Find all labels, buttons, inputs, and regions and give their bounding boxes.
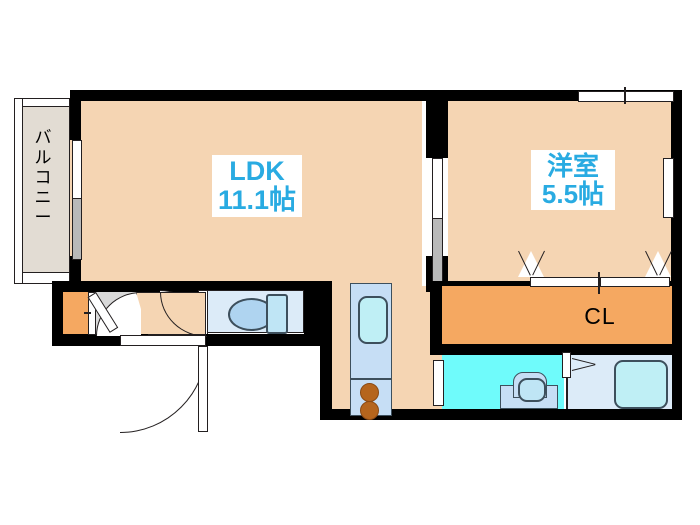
- interior-sliding-door-lower[interactable]: [432, 218, 443, 282]
- balcony-char-1: ル: [34, 148, 52, 168]
- closet-area-left: [442, 286, 532, 344]
- closet-label: CL: [584, 303, 616, 329]
- wall-partition-upper: [426, 90, 448, 158]
- bathtub: [614, 360, 668, 409]
- wall-bedroom-right: [671, 90, 682, 420]
- shoe-closet-handle: [84, 312, 91, 314]
- wall-ldk-top: [70, 90, 426, 101]
- bathroom-washroom-divider: [566, 355, 568, 409]
- wall-ldk-bottom-left: [70, 281, 332, 292]
- interior-sliding-door-upper[interactable]: [432, 158, 443, 222]
- wall-entrance-left: [52, 281, 63, 346]
- wash-basin-bowl: [518, 378, 546, 402]
- wall-bedroom-top: [426, 90, 682, 101]
- bedroom-label: 洋室 5.5帖: [531, 150, 615, 211]
- wall-corridor-left: [320, 281, 332, 420]
- wall-entrance-top: [52, 281, 70, 292]
- balcony-rail-left: [14, 98, 23, 284]
- closet-fold-indicator-right: [645, 251, 671, 277]
- balcony-label: バ ル コ ニ ー: [27, 128, 59, 228]
- wall-wet-left: [430, 281, 442, 355]
- wall-ldk-left-lower: [70, 256, 81, 292]
- washroom-door[interactable]: [433, 360, 444, 406]
- balcony-char-0: バ: [34, 128, 52, 147]
- closet-door-panel-left[interactable]: [530, 277, 600, 287]
- balcony-sliding-door-upper[interactable]: [72, 140, 82, 202]
- wall-wet-top: [430, 344, 675, 355]
- entrance-door-leaf[interactable]: [198, 346, 208, 432]
- balcony-char-4: ー: [34, 208, 52, 228]
- balcony-char-2: コ: [34, 168, 52, 188]
- wall-ldk-left-upper: [70, 90, 81, 140]
- closet-door-panel-right[interactable]: [600, 277, 670, 287]
- balcony-char-3: ニ: [34, 188, 52, 208]
- stove-burner-2: [360, 401, 379, 420]
- bedroom-label-line1: 洋室: [546, 151, 599, 181]
- closet-area: [530, 286, 672, 344]
- bedroom-label-line2: 5.5帖: [541, 179, 605, 210]
- stove-burner-1: [360, 383, 379, 402]
- kitchen-sink: [358, 296, 388, 344]
- toilet-tank: [266, 294, 288, 334]
- entrance-door-panel[interactable]: [120, 335, 206, 346]
- bedroom-window-right[interactable]: [663, 158, 674, 218]
- wall-toilet-right: [304, 281, 320, 346]
- ldk-label: LDK 11.1帖: [212, 155, 302, 218]
- closet-fold-indicator-left: [518, 251, 544, 277]
- balcony-sliding-door-lower[interactable]: [72, 198, 82, 260]
- bathroom-door-panel[interactable]: [562, 352, 571, 378]
- ldk-label-line2: 11.1帖: [217, 185, 297, 216]
- wall-corridor-bottom: [320, 409, 680, 420]
- bedroom-window[interactable]: [578, 91, 674, 102]
- bedroom-window-mullion: [624, 87, 626, 104]
- closet-door-center-mark: [598, 272, 600, 294]
- ldk-label-line1: LDK: [229, 156, 285, 186]
- entrance-door-arc[interactable]: [120, 346, 207, 433]
